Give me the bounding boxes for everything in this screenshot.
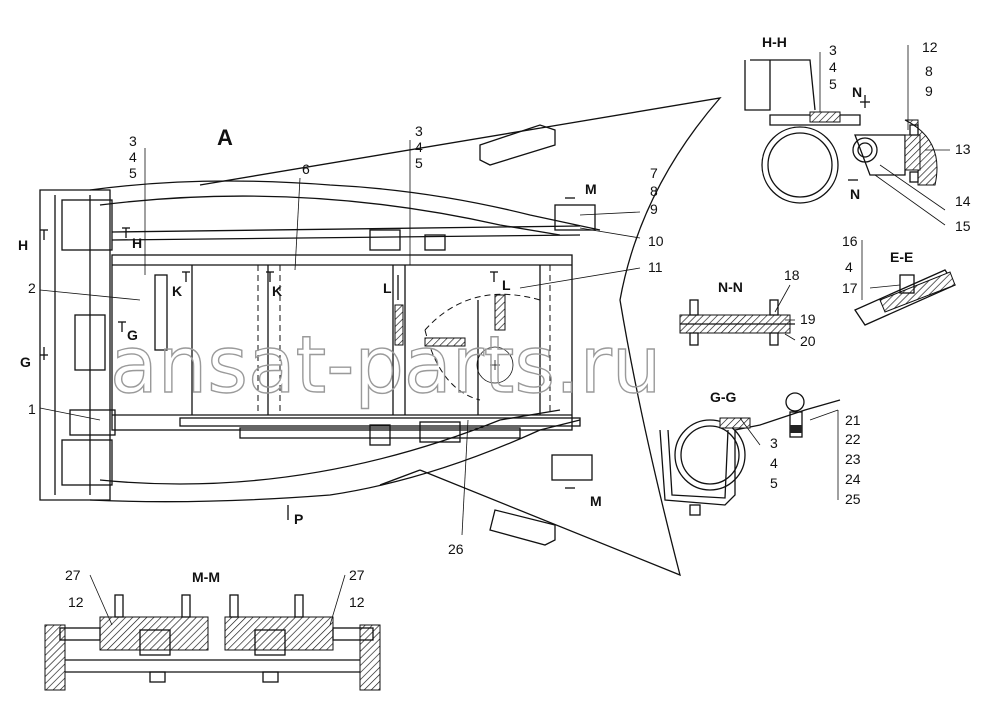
section-mark-h-right: H [132,235,142,251]
callout-gg-22: 22 [845,431,861,447]
callout-26: 26 [448,541,464,557]
section-mark-g-right: G [127,327,138,343]
callout-hh-13: 13 [955,141,971,157]
section-mark-l-right: L [502,277,511,293]
callout-ee-4: 4 [845,259,853,275]
callout-gg-24: 24 [845,471,861,487]
callout-3-b: 3 [415,123,423,139]
section-mm-view [44,574,381,691]
callout-3: 3 [129,133,137,149]
section-nn-view [679,284,796,346]
callout-10: 10 [648,233,664,249]
view-title-mm: M-M [192,569,220,585]
callout-1: 1 [28,401,36,417]
callout-mm-12-left: 12 [68,594,84,610]
callout-gg-5: 5 [770,475,778,491]
view-title-gg: G-G [710,389,737,405]
callout-hh-14: 14 [955,193,971,209]
callout-7: 7 [650,165,658,181]
callout-5-b: 5 [415,155,423,171]
main-view [39,97,722,577]
callout-gg-4: 4 [770,455,778,471]
callout-2: 2 [28,280,36,296]
callout-gg-23: 23 [845,451,861,467]
callout-hh-15: 15 [955,218,971,234]
callout-6: 6 [302,161,310,177]
callout-11: 11 [648,259,663,275]
section-gg-view [659,392,841,516]
callout-mm-12-right: 12 [349,594,365,610]
section-mark-k-left: K [172,283,182,299]
callout-9: 9 [650,201,658,217]
view-title-hh: H-H [762,34,787,50]
callout-hh-3: 3 [829,42,837,58]
section-mark-m-bottom: M [590,493,602,509]
section-ee-view [854,240,956,326]
section-mark-k-right: K [272,283,282,299]
callout-gg-3: 3 [770,435,778,451]
callout-mm-27-left: 27 [65,567,81,583]
callout-ee-17: 17 [842,280,858,296]
callout-gg-25: 25 [845,491,861,507]
callout-mm-27-right: 27 [349,567,365,583]
callout-nn-19: 19 [800,311,816,327]
callout-hh-12: 12 [922,39,938,55]
section-mark-n-top: N [852,84,862,100]
callout-hh-9: 9 [925,83,933,99]
callout-8: 8 [650,183,658,199]
callout-gg-21: 21 [845,412,861,428]
section-mark-m-top: M [585,181,597,197]
callout-5: 5 [129,165,137,181]
view-title-nn: N-N [718,279,743,295]
section-mark-p: P [294,511,303,527]
section-hh-view [744,45,950,226]
section-mark-l-left: L [383,280,392,296]
section-mark-g-left: G [20,354,31,370]
view-title-ee: E-E [890,249,913,265]
callout-ee-16: 16 [842,233,858,249]
callout-nn-20: 20 [800,333,816,349]
callout-4: 4 [129,149,137,165]
section-mark-h-left: H [18,237,28,253]
watermark-text: ansat-parts.ru [110,321,661,411]
callout-4-b: 4 [415,139,423,155]
callout-hh-5: 5 [829,76,837,92]
callout-nn-18: 18 [784,267,800,283]
view-title-a: A [217,125,233,150]
section-mark-n-bottom: N [850,186,860,202]
callout-hh-8: 8 [925,63,933,79]
callout-hh-4: 4 [829,59,837,75]
